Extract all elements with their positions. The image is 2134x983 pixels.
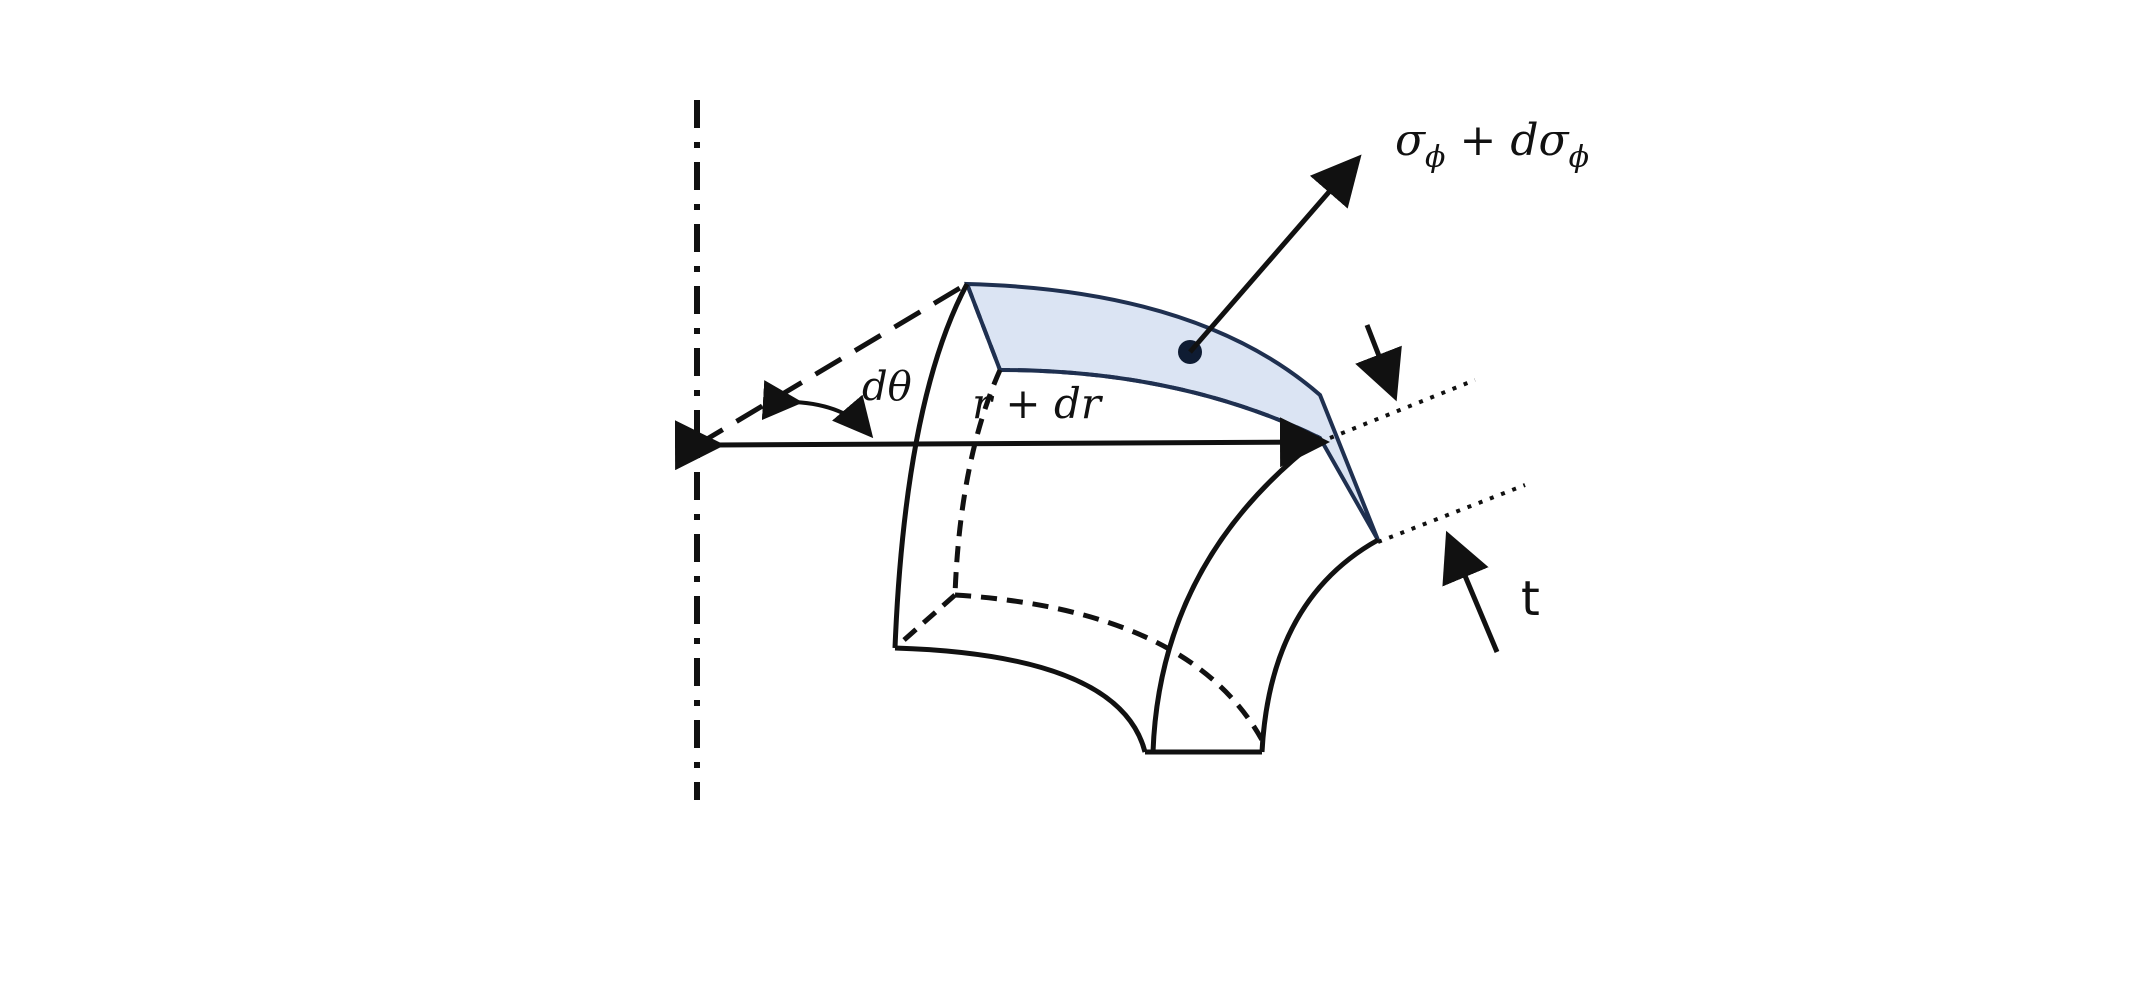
hidden-corner-edge	[893, 593, 957, 650]
thickness-arrow-bottom	[1442, 530, 1500, 653]
front-outer-arc	[1259, 537, 1380, 753]
thickness-line-outer	[1329, 378, 1476, 440]
thickness-arrow-top	[1355, 324, 1402, 402]
radius-arrow	[674, 417, 1330, 471]
hidden-vertical-edge	[952, 368, 1003, 596]
bottom-front-edge	[894, 645, 1148, 753]
stress-label: σϕ+ dσϕ	[1395, 115, 1589, 175]
front-inner-arc	[1150, 436, 1322, 753]
hidden-bottom-back-edge	[954, 592, 1265, 742]
angle-label: dθ	[862, 364, 912, 410]
angle-arc	[761, 380, 874, 439]
stress-arrow	[1188, 154, 1362, 354]
radius-label: r + dr	[972, 379, 1104, 428]
thickness-line-inner	[1377, 483, 1526, 544]
thickness-label: t	[1521, 571, 1540, 627]
